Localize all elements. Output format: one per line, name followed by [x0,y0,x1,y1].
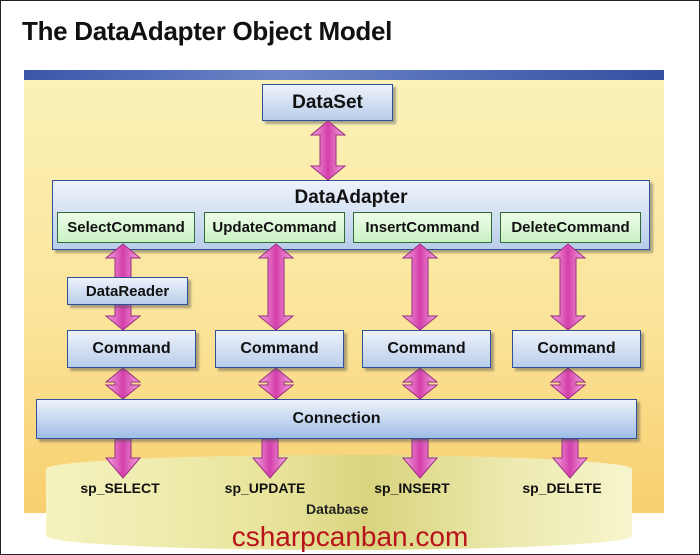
insert-command-box: InsertCommand [353,212,492,243]
procedure-sp-insert: sp_INSERT [374,480,450,496]
connection-label: Connection [292,410,381,427]
connection-box: Connection [36,399,637,439]
select-command-box: SelectCommand [57,212,195,243]
delete-command-label: DeleteCommand [511,219,630,236]
slide-title: The DataAdapter Object Model [22,16,393,46]
procedure-sp-delete: sp_DELETE [522,480,602,496]
title-accent-bar [24,70,664,80]
dataset-box: DataSet [262,84,393,121]
command-label: Command [240,340,319,357]
insert-command-label: InsertCommand [365,219,480,236]
command-box-insert: Command [362,330,491,368]
command-box-select: Command [67,330,196,368]
watermark: csharpcanban.com [231,521,469,552]
command-label: Command [92,340,171,357]
datareader-box: DataReader [67,277,188,305]
command-label: Command [537,340,616,357]
command-box-update: Command [215,330,344,368]
database-label: Database [306,501,369,517]
datareader-label: DataReader [85,282,170,300]
database-cylinder [46,455,632,550]
update-command-box: UpdateCommand [204,212,345,243]
dataset-label: DataSet [292,91,363,113]
update-command-label: UpdateCommand [212,219,337,236]
command-label: Command [387,340,466,357]
procedure-sp-update: sp_UPDATE [224,480,306,496]
command-box-delete: Command [512,330,641,368]
dataadapter-label: DataAdapter [294,187,408,208]
delete-command-box: DeleteCommand [500,212,641,243]
procedure-sp-select: sp_SELECT [80,480,160,496]
select-command-label: SelectCommand [67,219,185,236]
